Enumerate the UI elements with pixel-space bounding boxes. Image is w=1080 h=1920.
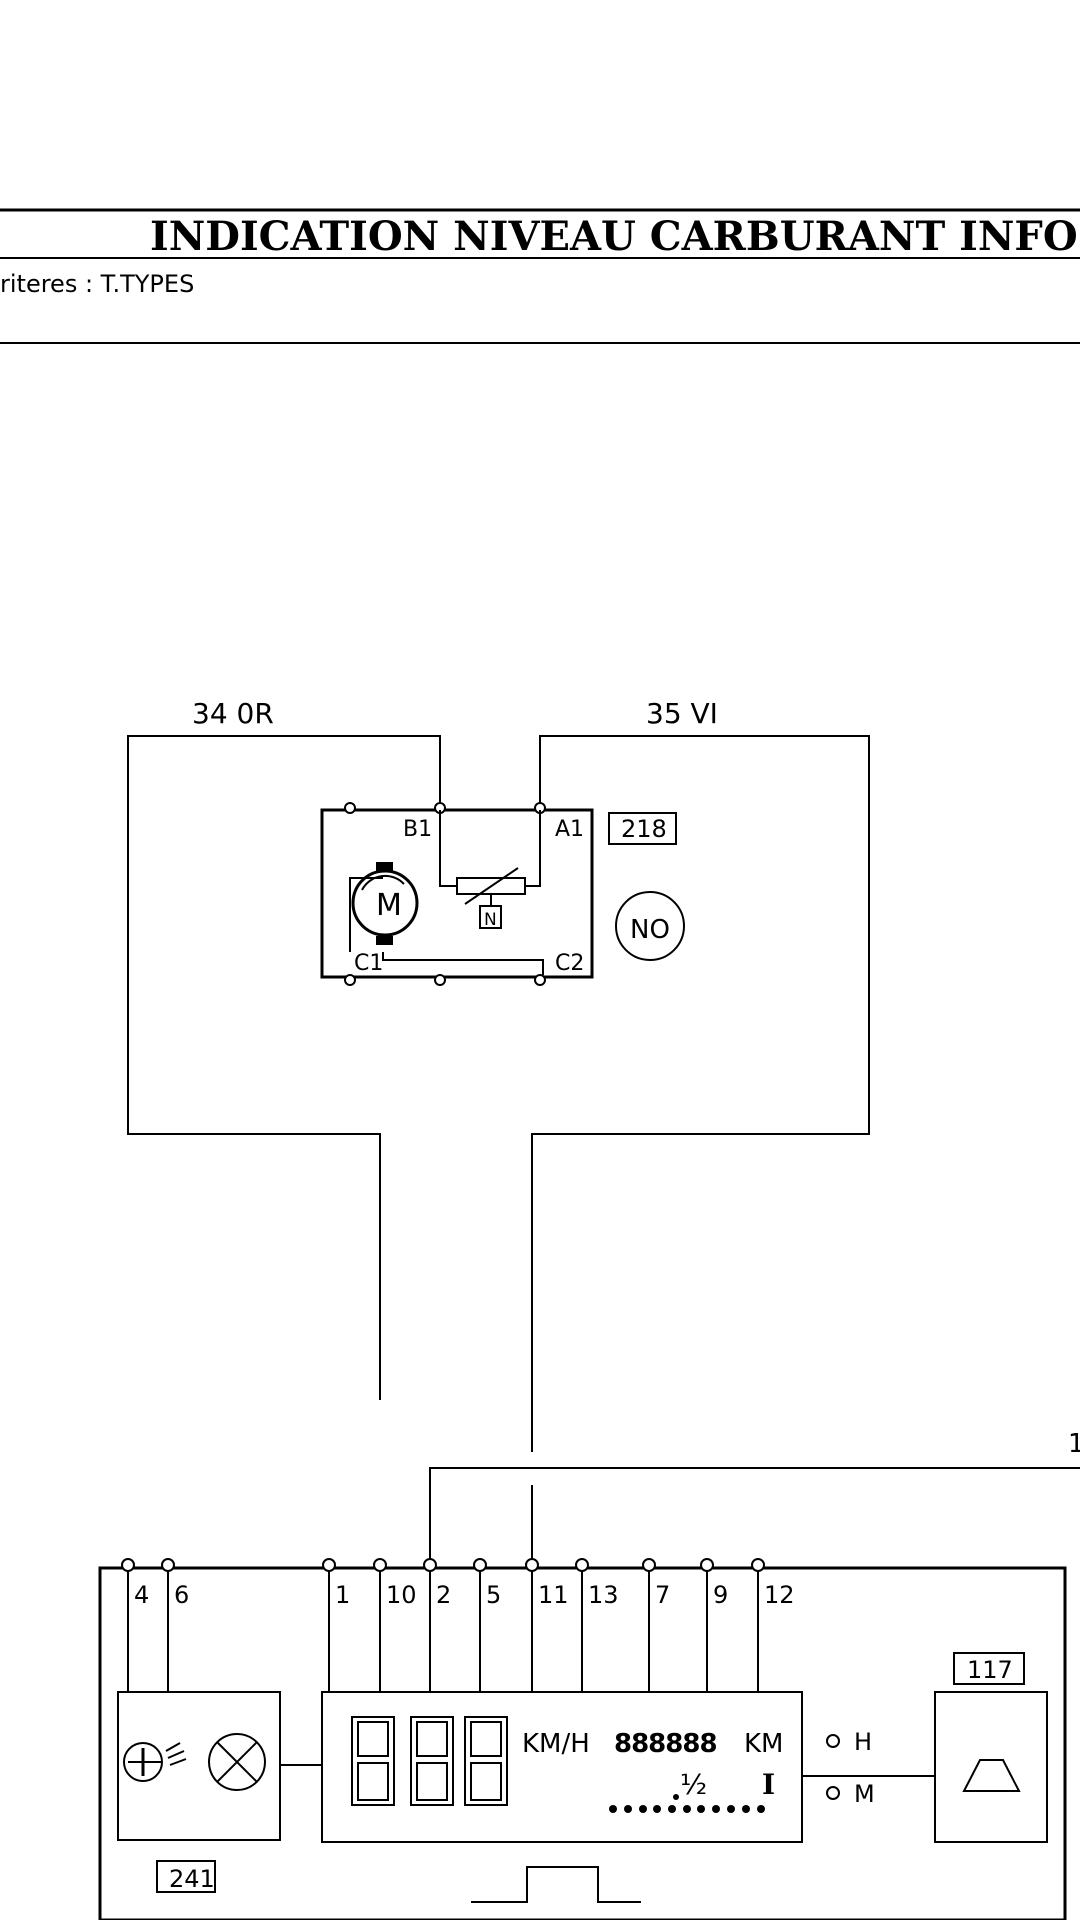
cluster-pin-label-5: 5 bbox=[486, 1581, 501, 1609]
indicator-h-label: H bbox=[854, 1728, 872, 1756]
cluster-pin-label-2: 2 bbox=[436, 1581, 451, 1609]
odometer-digits: 888888 bbox=[614, 1729, 717, 1759]
wire-34-or bbox=[127, 735, 441, 1400]
light-ray-3 bbox=[169, 1758, 187, 1766]
ref-241-box bbox=[156, 1860, 216, 1893]
indicator-h-light bbox=[826, 1734, 840, 1748]
cluster-pin-label-6: 6 bbox=[174, 1581, 189, 1609]
indicator-m-label: M bbox=[854, 1780, 875, 1808]
sender-pin-top-1 bbox=[344, 802, 356, 814]
motor-brush-top bbox=[376, 862, 393, 871]
cluster-pin-label-13: 13 bbox=[588, 1581, 619, 1609]
wire-label-34-or: 34 0R bbox=[192, 697, 274, 730]
cluster-pin-label-7: 7 bbox=[655, 1581, 670, 1609]
pin-label-a1: A1 bbox=[555, 817, 584, 842]
no-badge-circle bbox=[615, 891, 685, 961]
warning-lamp-icon bbox=[208, 1733, 266, 1791]
sender-pin-bot-2 bbox=[434, 974, 446, 986]
light-ray-2 bbox=[167, 1750, 185, 1759]
criteria-line: riteres : T.TYPES bbox=[0, 270, 194, 298]
wire-35-vi bbox=[531, 735, 870, 1452]
neutral-letter: N bbox=[484, 910, 497, 930]
ref-241-text: 241 bbox=[169, 1865, 215, 1893]
motor-wire-top bbox=[349, 877, 383, 952]
motor-letter: M bbox=[376, 888, 402, 923]
cluster-pin-label-10: 10 bbox=[386, 1581, 417, 1609]
wire-label-35-vi: 35 VI bbox=[646, 697, 718, 730]
pin-label-c2: C2 bbox=[555, 951, 584, 976]
speed-unit-label: KM/H bbox=[522, 1729, 590, 1759]
buzzer-module-box bbox=[934, 1691, 1048, 1843]
diagram-title: INDICATION NIVEAU CARBURANT INFO L.C.D bbox=[150, 213, 1080, 260]
pulse-signal-icon bbox=[471, 1866, 641, 1903]
seven-seg-digit-3 bbox=[464, 1716, 508, 1806]
motor-brush-bottom bbox=[376, 936, 393, 945]
buzzer-speaker-icon bbox=[962, 1759, 1021, 1792]
cluster-pin-label-11: 11 bbox=[538, 1581, 569, 1609]
lcd-display-box bbox=[321, 1691, 803, 1843]
seven-seg-digit-2 bbox=[410, 1716, 454, 1806]
sender-pin-bot-1 bbox=[344, 974, 356, 986]
ref-218-box bbox=[608, 812, 677, 845]
sender-wire-a1 bbox=[525, 810, 541, 887]
indicator-m-light bbox=[826, 1786, 840, 1800]
seven-seg-digit-1 bbox=[351, 1716, 395, 1806]
wire-pin2 bbox=[429, 1467, 1080, 1568]
cluster-pin-label-12: 12 bbox=[764, 1581, 795, 1609]
fuel-half-mark: ½ bbox=[680, 1768, 707, 1801]
motor-rotation-arc bbox=[361, 874, 405, 891]
cluster-pin-label-4: 4 bbox=[134, 1581, 149, 1609]
no-badge-text: NO bbox=[630, 915, 670, 945]
fuel-sender-box bbox=[320, 808, 594, 979]
pin-label-b1: B1 bbox=[403, 817, 432, 842]
fuel-mark: I bbox=[762, 1768, 775, 1801]
odometer-unit-label: KM bbox=[744, 1729, 783, 1759]
pin-label-c1: C1 bbox=[354, 951, 383, 976]
fuel-gauge-dots bbox=[609, 1794, 765, 1813]
cluster-pin-label-9: 9 bbox=[713, 1581, 728, 1609]
light-ray-1 bbox=[165, 1742, 181, 1752]
wire-label-cut: 1 bbox=[1068, 1429, 1080, 1459]
ref-218-text: 218 bbox=[621, 815, 667, 843]
cluster-pin-leads bbox=[127, 1570, 759, 1692]
neutral-box bbox=[479, 905, 502, 929]
ref-117-text: 117 bbox=[967, 1656, 1013, 1684]
cluster-pin-label-1: 1 bbox=[335, 1581, 350, 1609]
sender-wire-b1 bbox=[439, 810, 457, 887]
motor-wire-c2 bbox=[382, 952, 544, 975]
sender-pin-c2 bbox=[534, 974, 546, 986]
ref-117-box bbox=[953, 1652, 1025, 1685]
warning-lamp-cross-2 bbox=[216, 1741, 258, 1783]
resistor-arrow bbox=[464, 867, 519, 905]
